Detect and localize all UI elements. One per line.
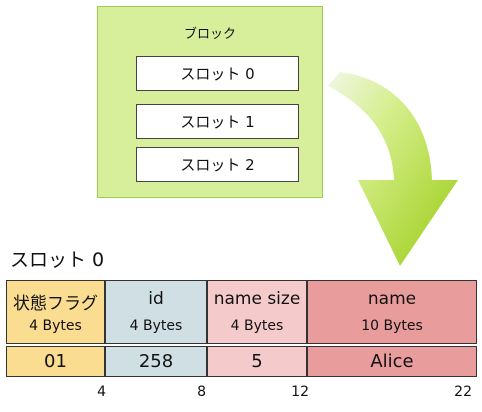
block-title: ブロック [183,27,236,42]
offset-label: 22 [454,384,472,400]
curved-arrow-icon [328,72,458,266]
field-header-name-size: name size 4 Bytes [207,280,307,344]
field-size: 4 Bytes [129,318,183,334]
field-header-state-flag: 状態フラグ 4 Bytes [6,280,105,344]
field-name: id [148,289,164,309]
offset-label: 4 [97,384,106,400]
field-value-name-size: 5 [207,346,307,377]
field-size: 10 Bytes [361,318,423,334]
slot-1-box: スロット 1 [136,104,299,139]
field-header-id: id 4 Bytes [105,280,207,344]
field-size: 4 Bytes [230,318,284,334]
field-value-name: Alice [307,346,477,377]
offset-label: 8 [197,384,206,400]
field-name: 状態フラグ [13,294,98,314]
field-value-id: 258 [105,346,207,377]
offset-label: 12 [291,384,309,400]
slot-2-box: スロット 2 [136,147,299,182]
field-header-name: name 10 Bytes [307,280,477,344]
field-name: name size [213,289,301,309]
slot-0-box: スロット 0 [136,56,299,91]
slot-detail-heading: スロット 0 [10,249,105,271]
field-size: 4 Bytes [29,318,82,334]
block-container: ブロック スロット 0 スロット 1 スロット 2 [97,6,323,198]
field-value-state-flag: 01 [6,346,105,377]
field-name: name [367,289,417,309]
